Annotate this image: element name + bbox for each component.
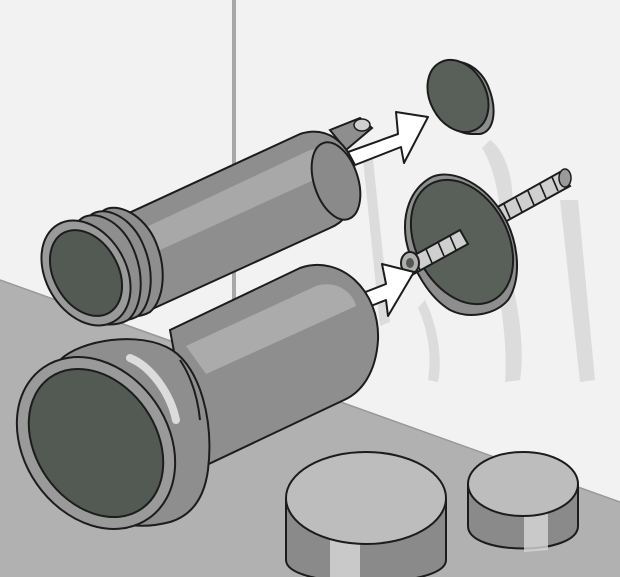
arrow-right-icon (347, 111, 429, 166)
cap-floor-right (467, 451, 579, 552)
cap-disc-middle (400, 173, 518, 316)
cap-disc-top (426, 58, 495, 135)
pipe-icon (15, 263, 380, 530)
pipe-icon (40, 130, 362, 327)
cap-icon (285, 451, 447, 577)
